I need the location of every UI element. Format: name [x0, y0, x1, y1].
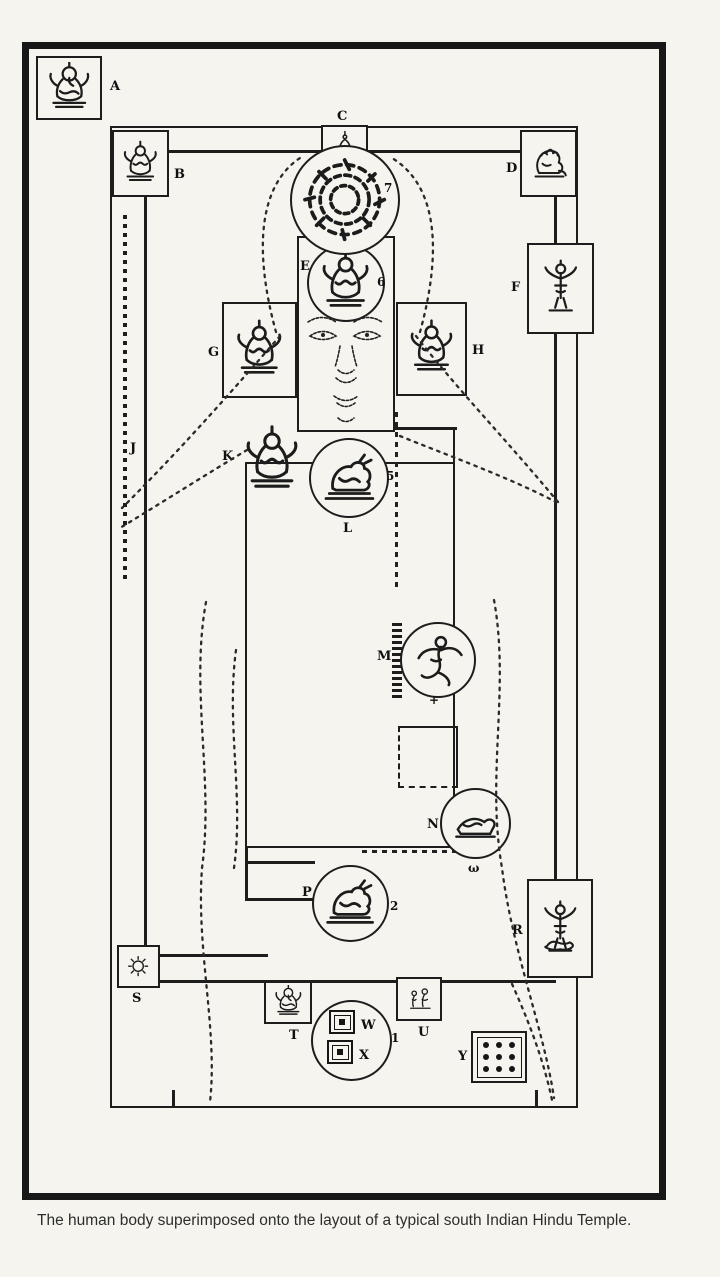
marker-r-label: R — [512, 923, 523, 938]
marker-c-label: C — [337, 109, 348, 124]
shrine-box-b — [112, 130, 169, 197]
marker-l-label: L — [343, 521, 353, 536]
right-torso-line — [492, 598, 556, 1100]
marker-d-label: D — [506, 161, 518, 176]
sanctum-dashed-axis — [395, 412, 398, 592]
marker-e-label: E — [300, 259, 310, 274]
chakra-3-mark: ω — [468, 861, 480, 875]
navagraha-inner-border — [476, 1036, 522, 1078]
crown-lotus-circle — [290, 145, 400, 255]
right-shoulder-line — [414, 334, 560, 504]
passage-wall-left — [245, 848, 248, 900]
left-shoulder-line — [120, 334, 282, 510]
right-shoulder-line-2 — [398, 434, 558, 504]
temple-wall-left-inner — [144, 150, 147, 956]
figure-outer-border — [22, 42, 666, 1200]
throat-circle-l — [309, 438, 389, 518]
shrine-box-g — [222, 302, 297, 398]
flagstaff-dotted-column — [123, 215, 127, 583]
chakra-5-number: 5 — [386, 469, 395, 483]
passage-line-upper — [245, 861, 315, 864]
left-torso-inner-line — [231, 648, 239, 870]
dashed-passage-line — [362, 850, 458, 853]
marker-h-label: H — [472, 343, 485, 358]
temple-wall-right-inner — [554, 150, 557, 882]
chakra-7-number: 7 — [384, 181, 393, 195]
left-shoulder-line-2 — [118, 448, 249, 530]
chakra-1-number: 1 — [391, 1031, 400, 1045]
sanctum-notch-top — [393, 427, 457, 430]
left-torso-line — [199, 600, 213, 1104]
sacral-circle-p — [312, 865, 389, 942]
marker-y-label: Y — [458, 1049, 468, 1064]
marker-g-label: G — [208, 345, 220, 360]
marker-j-label: J — [130, 441, 137, 456]
superimposed-face — [307, 316, 383, 423]
marker-p-label: P — [302, 885, 312, 900]
figure-caption: The human body superimposed onto the lay… — [37, 1212, 632, 1229]
shrine-box-a — [36, 56, 102, 120]
navagraha-square-y — [471, 1031, 527, 1083]
navel-circle-n — [440, 788, 511, 859]
wall-tick-left — [172, 1090, 175, 1106]
wall-tick-right — [535, 1090, 538, 1106]
pillar-hatching — [392, 622, 402, 698]
temple-wall-sw-upper — [158, 954, 268, 957]
marker-w-label: W — [361, 1018, 376, 1033]
shrine-box-u — [396, 977, 442, 1021]
right-leg-line — [510, 982, 554, 1102]
marker-m-label: M — [377, 649, 392, 664]
passage-line-lower — [245, 898, 315, 901]
shrine-box-h — [396, 302, 467, 396]
marker-u-label: U — [418, 1025, 430, 1040]
marker-s-label: S — [132, 991, 142, 1006]
third-eye-circle — [307, 244, 385, 322]
heart-circle-m — [400, 622, 476, 698]
marker-n-label: N — [427, 817, 439, 832]
shrine-box-f — [527, 243, 594, 334]
head-outline-right — [390, 156, 435, 334]
marker-k-label: K — [222, 449, 234, 464]
yantra-square-w — [329, 1010, 355, 1034]
inner-cell-dashed — [398, 726, 458, 788]
temple-wall-bottom-inner — [158, 980, 556, 983]
sanctum-notch-side — [452, 427, 455, 465]
shrine-box-d — [520, 130, 577, 197]
yantra-square-x — [327, 1040, 353, 1064]
marker-a-label: A — [110, 79, 121, 94]
head-outline-left — [261, 156, 302, 334]
shrine-box-t — [264, 981, 312, 1024]
marker-b-label: B — [174, 167, 185, 182]
marker-f-label: F — [511, 280, 521, 295]
marker-t-label: T — [289, 1028, 299, 1043]
shrine-box-s — [117, 945, 160, 988]
marker-x-label: X — [359, 1048, 370, 1063]
chakra-4-mark: + — [429, 693, 440, 707]
shrine-box-r — [527, 879, 593, 978]
chakra-6-number: 6 — [377, 275, 386, 289]
nine-dot-grid — [478, 1038, 521, 1077]
chakra-2-number: 2 — [390, 899, 399, 913]
